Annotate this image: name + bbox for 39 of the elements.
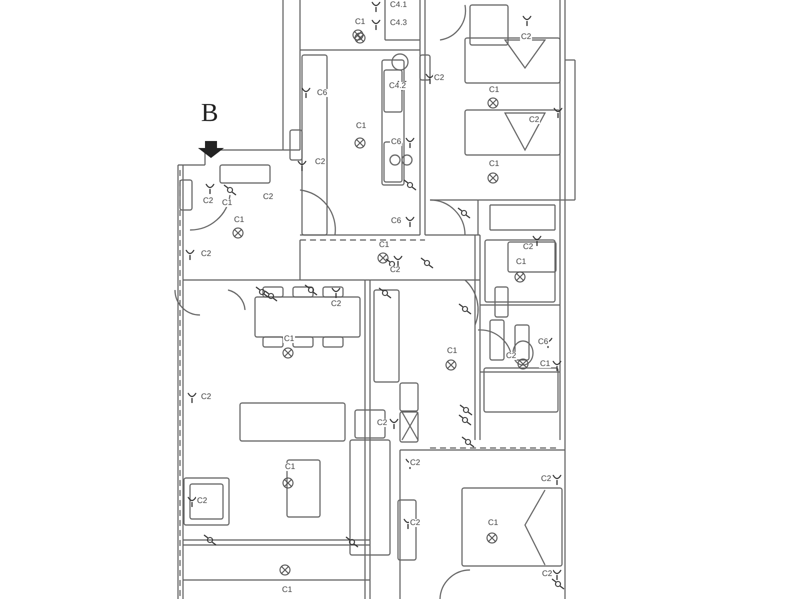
circuit-label: C1 <box>233 216 246 224</box>
circuit-label: C2 <box>540 475 552 483</box>
circuit-label: C1 <box>515 258 528 266</box>
circuit-label: C1 <box>446 347 458 355</box>
circuit-label: C2 <box>528 116 540 124</box>
circuit-label: C1 <box>354 18 366 26</box>
circuit-label: C2 <box>262 193 274 201</box>
circuit-label: C2 <box>314 158 326 166</box>
circuit-label: C2 <box>433 74 446 82</box>
circuit-label: C6 <box>390 138 402 146</box>
circuit-label: C1 <box>539 360 552 368</box>
circuit-label: C1 <box>488 86 500 94</box>
circuit-label: C6 <box>390 217 402 225</box>
circuit-label: C1 <box>284 463 296 471</box>
circuit-label: C2 <box>520 33 532 41</box>
circuit-label: C1 <box>283 335 296 343</box>
circuit-label: C4.1 <box>389 1 408 9</box>
circuit-label: C2 <box>505 352 518 360</box>
circuit-label: C2 <box>409 519 422 527</box>
circuit-label: C1 <box>378 241 390 249</box>
circuit-label: C2 <box>389 266 402 274</box>
circuit-label: C1 <box>221 199 234 207</box>
circuit-label: C2 <box>409 459 422 467</box>
circuit-label: C2 <box>196 497 208 505</box>
circuit-label: C2 <box>522 243 534 251</box>
circuit-label: C2 <box>541 570 554 578</box>
circuit-label: C2 <box>200 250 212 258</box>
circuit-label: C1 <box>488 160 500 168</box>
circuit-label: C6 <box>537 338 550 346</box>
circuit-label: C6 <box>316 89 328 97</box>
circuit-label: C1 <box>355 122 368 130</box>
circuit-label: C1 <box>281 586 294 594</box>
circuit-label: C2 <box>202 197 214 205</box>
circuit-label: C4.3 <box>389 19 408 27</box>
circuit-label: C1 <box>487 519 500 527</box>
circuit-label: C2 <box>376 419 388 427</box>
circuit-label: C2 <box>330 300 342 308</box>
circuit-label: C2 <box>200 393 212 401</box>
circuit-label: C4.2 <box>388 82 407 90</box>
